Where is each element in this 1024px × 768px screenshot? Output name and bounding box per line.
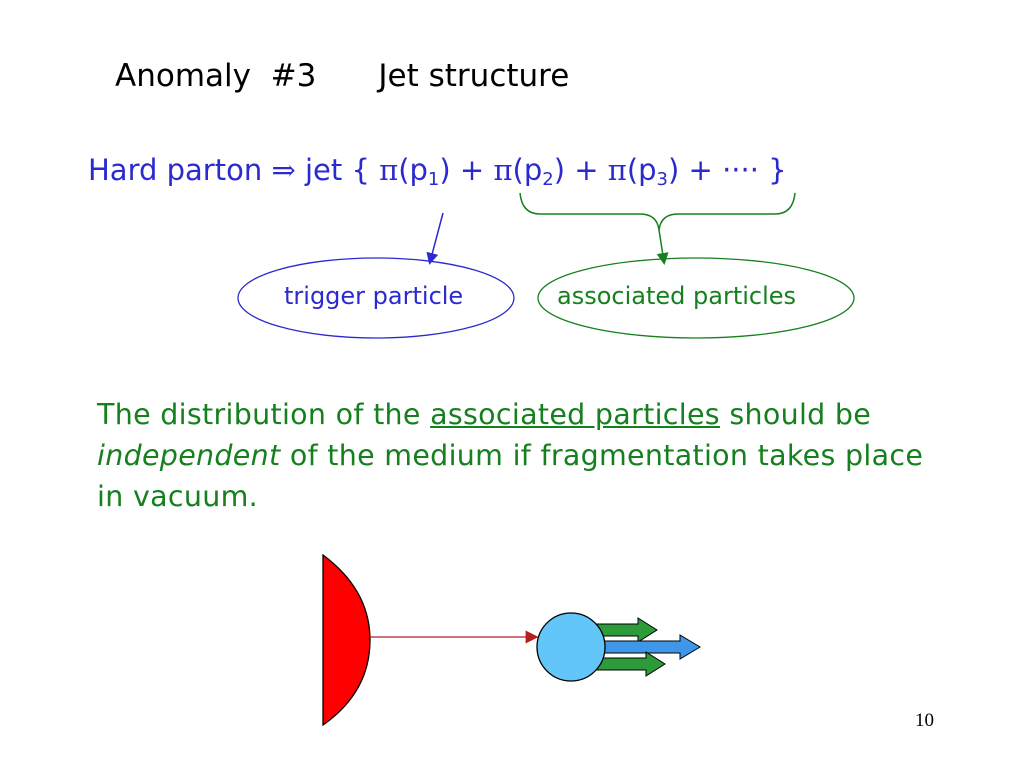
explanation-paragraph: The distribution of the associated parti… [97,394,927,517]
subscript-2: 2 [542,169,554,190]
subscript-1: 1 [427,169,440,190]
trigger-oval [237,257,515,339]
para-text-1: The distribution of the [97,398,431,431]
formula-p2: (p [512,153,543,187]
associated-arrow [656,229,669,265]
trigger-particle-label: trigger particle [284,282,464,310]
formula-p1: (p [398,153,428,187]
jet-formula: Hard parton ⇒ jet { π(p1) + π(p2) + π(p3… [88,153,787,190]
jet-arrow-blue-middle [595,634,701,660]
nucleus-shape [322,553,371,727]
page-number: 10 [915,710,934,731]
pi-symbol-1: π [379,153,399,187]
associated-oval [537,257,855,339]
formula-plus-1: ) + [439,153,494,187]
trigger-arrow [426,212,444,265]
formula-jet: jet { [295,153,380,187]
pi-symbol-3: π [607,153,627,187]
formula-ellipsis: ···· } [722,153,787,187]
para-text-2: should be [719,398,872,431]
title-anomaly: Anomaly #3 [115,58,317,94]
parton-circle [536,612,606,682]
associated-brace [519,192,796,231]
formula-p3: (p [626,153,657,187]
para-text-3: of the medium if fragmentation takes pla… [97,439,924,513]
subscript-3: 3 [656,169,668,190]
para-underlined: associated particles [430,398,720,431]
pi-symbol-2: π [493,153,513,187]
para-italic: independent [97,439,281,472]
formula-plus-2: ) + [553,153,608,187]
formula-lead: Hard parton [88,153,272,187]
formula-plus-3: ) + [668,153,723,187]
implies-symbol: ⇒ [271,153,296,187]
slide-title: Anomaly #3 Jet structure [115,58,569,94]
title-jet-structure: Jet structure [378,58,570,94]
associated-particles-label: associated particles [557,282,797,310]
jet-arrow-green-bottom [595,651,666,677]
jet-arrow-green-top [595,617,658,643]
